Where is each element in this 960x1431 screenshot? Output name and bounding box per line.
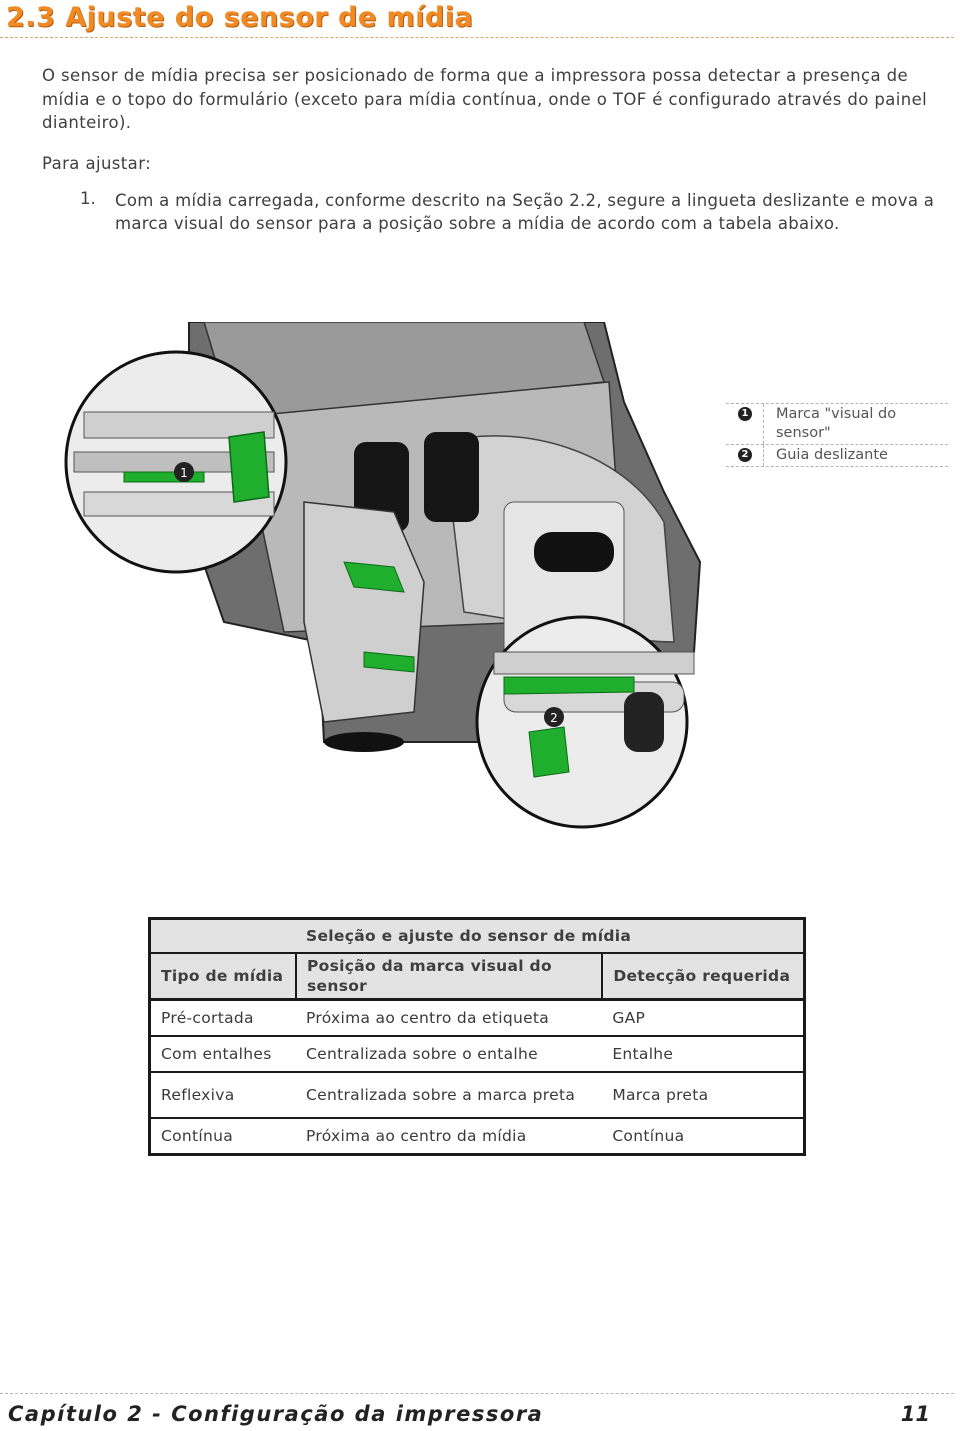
table-cell: Reflexiva <box>149 1072 297 1119</box>
media-spindle <box>534 532 614 572</box>
zoom1-green-knob <box>228 431 270 503</box>
table-cell: GAP <box>602 999 805 1037</box>
table-row: Com entalhes Centralizada sobre o entalh… <box>149 1036 805 1073</box>
table-header: Posição da marca visual do sensor <box>295 953 604 1001</box>
media-sensor-table: Seleção e ajuste do sensor de mídia Tipo… <box>148 917 806 1156</box>
printer-illustration: 1 2 <box>64 322 704 830</box>
table-header: Detecção requerida <box>602 953 805 1001</box>
table-cell: Próxima ao centro da mídia <box>306 1127 527 1145</box>
legend-item: 1 Marca "visual do sensor" <box>726 403 948 445</box>
table-caption: Seleção e ajuste do sensor de mídia <box>296 918 805 954</box>
section-heading: 2.3 Ajuste do sensor de mídia <box>0 0 960 40</box>
section-title: 2.3 Ajuste do sensor de mídia <box>6 2 474 33</box>
printer-foot <box>324 732 404 752</box>
intro-lead: Para ajustar: <box>42 154 152 173</box>
table-cell: Centralizada sobre a marca preta <box>296 1072 603 1119</box>
table-cell: Contínua <box>161 1127 234 1145</box>
step-text: Com a mídia carregada, conforme descrito… <box>115 191 935 233</box>
table-cell: Entalhe <box>602 1036 805 1073</box>
legend-text: Marca "visual do sensor" <box>776 406 897 441</box>
footer-chapter: Capítulo 2 - Configuração da impressora <box>8 1402 544 1426</box>
table-cell: Marca preta <box>602 1072 805 1119</box>
page-number: 11 <box>900 1402 930 1426</box>
table-row: Contínua Próxima ao centro da mídia Cont… <box>150 1118 805 1155</box>
legend-marker: 2 <box>738 448 752 462</box>
zoom1-sensor-mark <box>123 471 205 483</box>
table-header: Tipo de mídia <box>149 953 297 1001</box>
table-row: Reflexiva Centralizada sobre a marca pre… <box>149 1072 805 1119</box>
figure-legend: 1 Marca "visual do sensor" 2 Guia desliz… <box>726 403 948 467</box>
table-cell: Contínua <box>612 1127 685 1145</box>
heading-divider <box>0 37 954 38</box>
legend-text: Guia deslizante <box>776 447 888 463</box>
legend-item: 2 Guia deslizante <box>726 445 948 467</box>
ribbon-spindle-right <box>424 432 479 522</box>
table-cell: Centralizada sobre o entalhe <box>296 1036 603 1073</box>
zoom2-roller-top <box>493 651 695 675</box>
green-latch <box>343 561 405 593</box>
zoom2-slide-guide <box>528 726 570 778</box>
callout-1-label: 1 <box>180 466 188 480</box>
callout-2-badge <box>544 707 564 727</box>
table-cell: Pré-cortada <box>149 999 297 1037</box>
green-guide <box>363 651 415 673</box>
table-row: Pré-cortada Próxima ao centro da etiquet… <box>149 999 805 1037</box>
table-cell: Próxima ao centro da etiqueta <box>296 999 603 1037</box>
intro-paragraph: O sensor de mídia precisa ser posicionad… <box>42 66 928 132</box>
step-number: 1. <box>80 189 96 208</box>
callout-2-label: 2 <box>550 711 558 725</box>
zoom2-green-bar <box>503 676 635 695</box>
table-cell: Com entalhes <box>149 1036 297 1073</box>
legend-marker: 1 <box>738 407 752 421</box>
zoom2-black-knob <box>624 692 664 752</box>
zoom1-roller-top <box>83 411 275 439</box>
callout-1-badge <box>174 462 194 482</box>
printer-figure: 1 2 <box>64 322 704 830</box>
footer-divider <box>0 1393 954 1394</box>
